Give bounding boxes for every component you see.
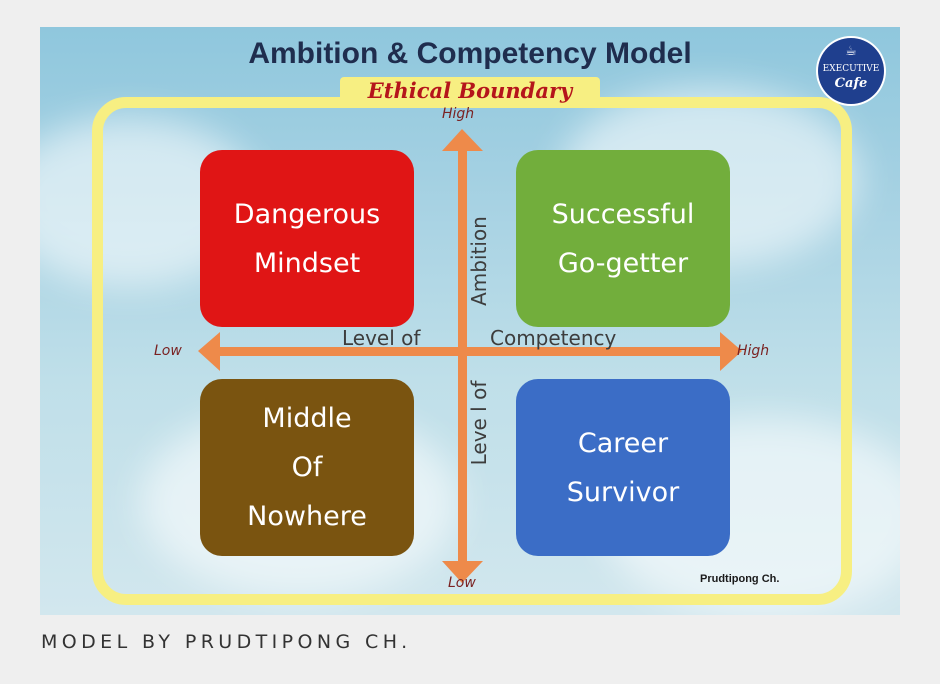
quadrant-successful-go-getter: Successful Go-getter [516,150,730,327]
horizontal-axis-label-right: Competency [490,326,617,350]
horizontal-axis-label-left: Level of [342,326,421,350]
vertical-axis-arrow-up [442,129,483,151]
horizontal-axis-high-label: High [737,343,770,359]
logo-text-line1: EXECUTIVE [822,64,880,74]
executive-cafe-logo: ☕ EXECUTIVE Cafe [818,38,884,104]
logo-text-line2: Cafe [834,76,868,91]
quadrant-career-survivor: Career Survivor [516,379,730,556]
vertical-axis-low-label: Low [448,575,476,591]
coffee-cup-icon: ☕ [845,44,857,59]
vertical-axis-shaft [458,149,467,565]
vertical-axis-arrow-down [442,561,483,583]
ethical-boundary-label: Ethical Boundary [340,77,600,105]
quadrant-middle-of-nowhere: Middle Of Nowhere [200,379,414,556]
caption: MODEL BY PRUDTIPONG CH. [41,631,412,653]
vertical-axis-label-lower: Leve l of [467,380,491,466]
horizontal-axis-arrow-right [720,332,742,371]
quadrant-dangerous-mindset: Dangerous Mindset [200,150,414,327]
vertical-axis-label-upper: Ambition [467,216,491,306]
horizontal-axis-low-label: Low [154,343,182,359]
axes-arrows [198,129,742,583]
horizontal-axis-shaft [217,347,724,356]
author-credit: Prudtipong Ch. [700,573,780,585]
vertical-axis-high-label: High [442,106,475,122]
horizontal-axis-arrow-left [198,332,220,371]
diagram-title: Ambition & Competency Model [248,37,692,70]
slide-image: Ambition & Competency Model Ethical Boun… [40,27,900,615]
